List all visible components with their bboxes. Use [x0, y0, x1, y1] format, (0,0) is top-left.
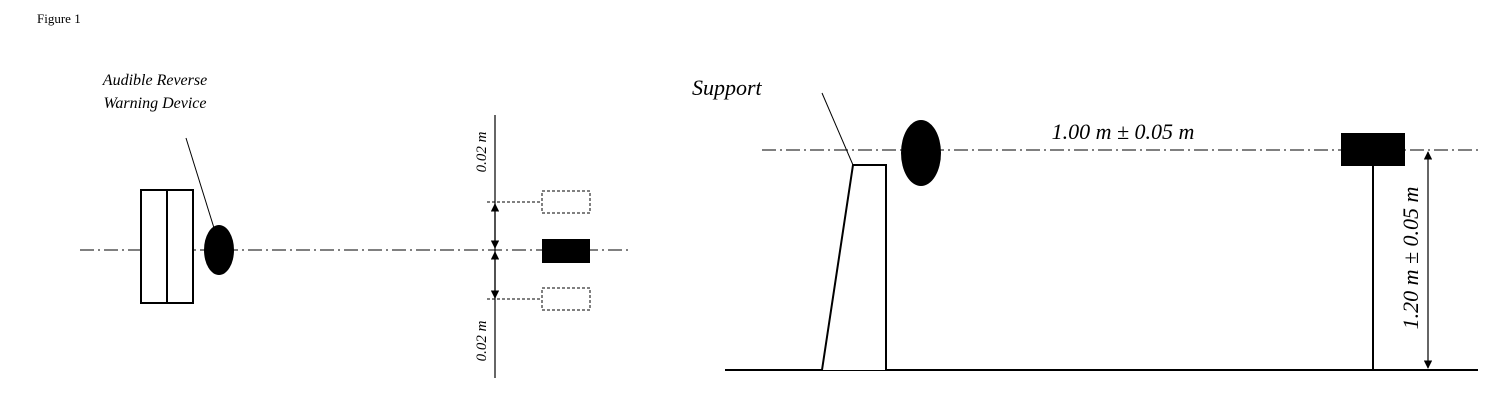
side-microphone [1341, 133, 1405, 166]
microphone-alt-top [541, 190, 591, 214]
support-label: Support [692, 75, 763, 100]
figure-caption: Figure 1 [37, 11, 81, 26]
offset-top-label: 0.02 m [474, 131, 490, 172]
device-label-line2: Warning Device [104, 95, 207, 112]
device-leader-line [185, 137, 215, 229]
support-structure [821, 164, 887, 371]
side-device-icon [901, 120, 941, 186]
offset-bottom-label: 0.02 m [474, 320, 490, 361]
device-label-line1: Audible Reverse [102, 72, 207, 89]
side-view: Support 1.00 m ± 0.05 m 1.20 m ± 0.05 m [692, 75, 1478, 371]
microphone-main [542, 239, 590, 263]
warning-device-icon [204, 225, 234, 275]
height-label: 1.20 m ± 0.05 m [1398, 187, 1423, 330]
microphone-alt-bottom [541, 287, 591, 311]
support-leader-line [821, 92, 854, 166]
plan-view: Audible Reverse Warning Device 0.02 m 0.… [80, 72, 630, 378]
distance-label: 1.00 m ± 0.05 m [1052, 119, 1195, 144]
